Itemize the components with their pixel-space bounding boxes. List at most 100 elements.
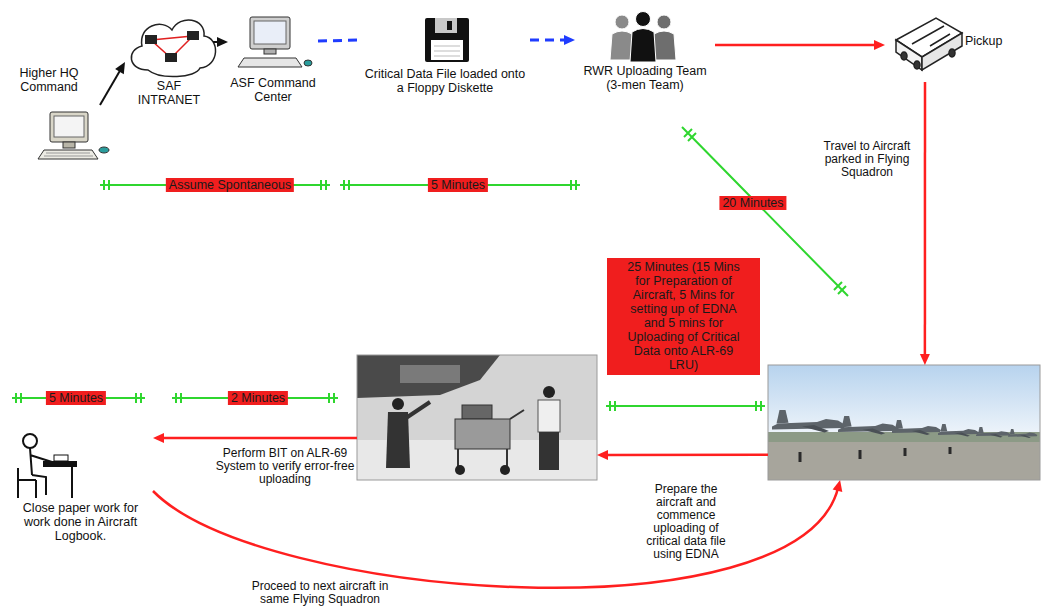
cloud-icon [131,20,215,77]
wheel [949,49,955,57]
tarmac [768,442,1040,480]
duration-tag: 5 Minutes [428,178,488,192]
flow-connector [318,40,360,41]
logbook [54,455,68,461]
label-lines [434,46,460,56]
flow-line [924,82,927,357]
monitor-stand [264,49,276,54]
wheel [901,52,907,60]
cloud-outline [131,20,215,77]
flow-line [213,41,220,43]
duration-box: 25 Minutes (15 Mins for Preparation of A… [607,258,760,375]
step-description: Perform BIT on ALR-69 System to verify e… [215,447,355,486]
arrow-head [564,35,575,45]
flow-line [100,69,121,105]
wheel [914,61,920,69]
dimension-line [606,401,765,411]
floppy-diskette: Critical Data File loaded onto a Floppy … [360,15,530,97]
arrow-head [833,480,843,492]
flow-connector [597,450,768,460]
command-center: ASF Command Center [228,12,318,107]
duration-tag: 2 Minutes [228,391,288,405]
technician-arm [406,402,430,418]
arrow-head [217,37,228,47]
equipment-cart [455,419,510,449]
cart-frame [458,410,524,466]
flow-line [715,44,877,47]
keyboard [238,58,302,67]
disk-slot [447,21,452,30]
arrow-head [115,62,125,74]
keyboard [38,150,98,159]
test-set [462,405,492,419]
node-label: Critical Data File loaded onto a Floppy … [360,67,530,95]
person-head [636,12,651,27]
jet [838,416,899,435]
flow-connector [920,82,930,365]
network-pc [145,35,157,44]
pickup-icon [896,18,962,70]
keyboard-keys [44,153,93,156]
desk-leg [71,466,73,498]
jet [1008,429,1037,438]
clerk-head [23,434,37,448]
step-description: Travel to Aircraft parked in Flying Squa… [815,140,919,179]
disk-shutter [435,18,457,33]
flow-line [318,40,360,41]
monitor [250,17,290,49]
jet [892,420,941,435]
disk-body [425,18,469,62]
flow-connector [213,37,228,47]
flow-line [605,453,768,456]
computer-icon [238,17,312,67]
mouse [304,60,312,66]
node-label: ASF Command Center [228,76,318,104]
time-dimensions [12,127,848,411]
flow-connector [715,40,885,50]
vehicle-side [896,40,922,70]
node-label: Close paper work for work done in Aircra… [8,501,153,543]
monitor [50,112,88,142]
disk-label [431,40,463,60]
photo-border [357,355,597,480]
aircraft-photo [768,365,1040,480]
screen [54,116,84,137]
screen [254,21,286,44]
node-label: SAF INTRANET [125,79,213,107]
computer-icon [38,112,109,159]
sky [768,365,1040,435]
technician-head [392,398,404,410]
hangar-wall [357,355,597,480]
team-icon [610,12,676,63]
avionics-bay [400,365,460,383]
jet [976,427,1010,438]
ground-crew [800,447,950,462]
mouse [99,147,109,153]
person-head [615,15,629,29]
jet [772,410,846,433]
computer-terminal: Higher HQ Command [12,62,100,162]
node-label: RWR Uploading Team (3-men Team) [575,64,715,92]
cart-wheel [500,465,510,475]
floppy-icon [425,18,469,62]
flow-connector [100,62,125,105]
clerk-icon [18,434,76,498]
node-label: Higher HQ Command [12,66,86,94]
cart-wheel [455,465,465,475]
technician-head [543,386,555,398]
technician-body [386,412,410,468]
flow-line [161,437,357,440]
network-pc [165,53,177,62]
flow-line [530,39,567,42]
arrow-head [597,450,608,460]
maintenance-photo [357,355,597,480]
duration-tag: 20 Minutes [719,196,786,210]
person-head [657,15,671,29]
network-pc [187,31,199,40]
arrow-head [874,40,885,50]
flow-line [153,488,838,588]
jet [938,424,979,437]
technician-shirt [538,400,560,432]
intranet-cloud: SAF INTRANET [125,12,213,97]
